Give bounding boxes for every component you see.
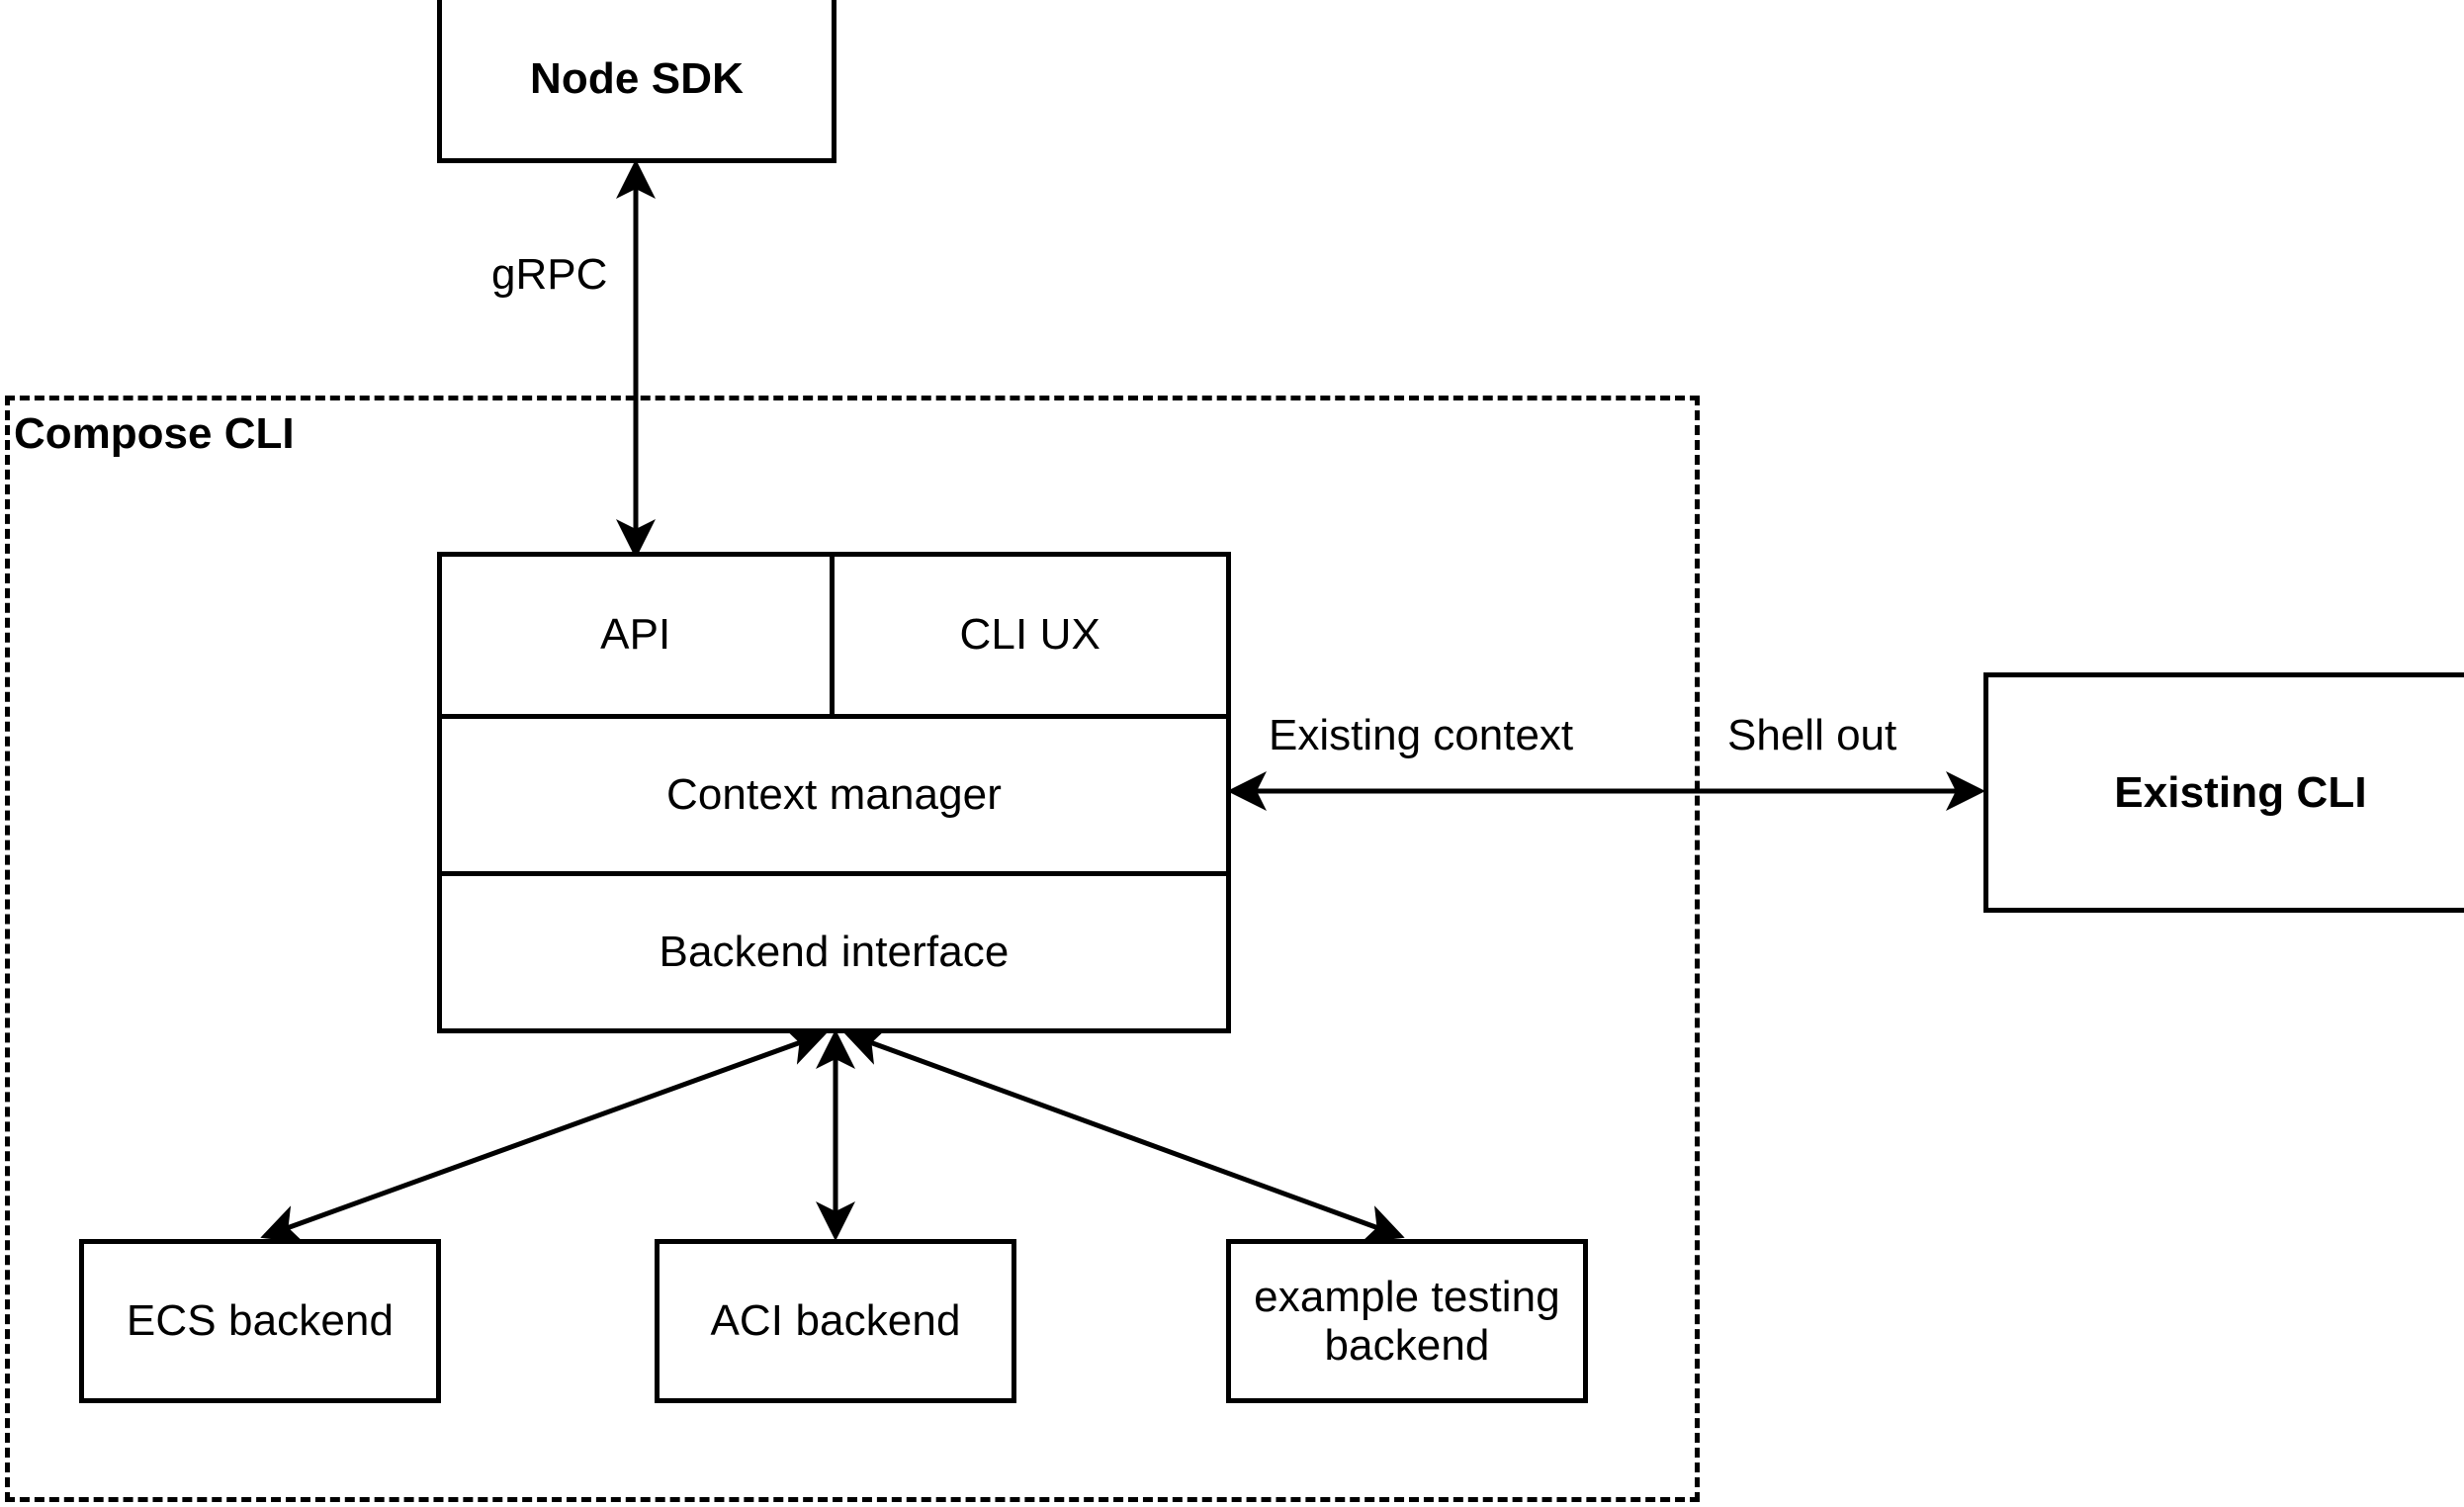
example-testing-backend-label: example testing backend [1254,1272,1560,1370]
existing-cli-box[interactable]: Existing CLI [1983,672,2464,913]
existing-cli-label: Existing CLI [2114,767,2367,817]
compose-cli-group-label: Compose CLI [14,409,295,458]
stack-row-api-cliux: API CLI UX [442,557,1226,714]
edge-backend-example-line [843,1027,1405,1243]
stack-cell-cli-ux[interactable]: CLI UX [835,557,1227,714]
edge-backend-ecs-line [260,1027,828,1243]
aci-backend-label: ACI backend [710,1296,961,1346]
cli-ux-label: CLI UX [959,610,1100,660]
backend-interface-label: Backend interface [659,927,1010,976]
edge-label-grpc: gRPC [491,250,608,299]
compose-cli-stack: API CLI UX Context manager Backend inter… [437,552,1231,1033]
stack-row-backend-interface[interactable]: Backend interface [442,870,1226,1028]
node-sdk-label: Node SDK [530,54,744,104]
edge-label-existing-context: Existing context [1269,711,1574,759]
node-sdk-box[interactable]: Node SDK [437,0,836,163]
aci-backend-box[interactable]: ACI backend [655,1239,1016,1403]
api-label: API [600,610,671,660]
ecs-backend-label: ECS backend [126,1296,395,1346]
ecs-backend-box[interactable]: ECS backend [79,1239,441,1403]
stack-cell-api[interactable]: API [442,557,835,714]
context-manager-label: Context manager [665,769,1003,819]
compose-cli-group-boundary [5,396,1700,1502]
example-testing-backend-box[interactable]: example testing backend [1226,1239,1588,1403]
edge-label-shell-out: Shell out [1727,711,1897,759]
stack-row-context-manager[interactable]: Context manager [442,713,1226,871]
